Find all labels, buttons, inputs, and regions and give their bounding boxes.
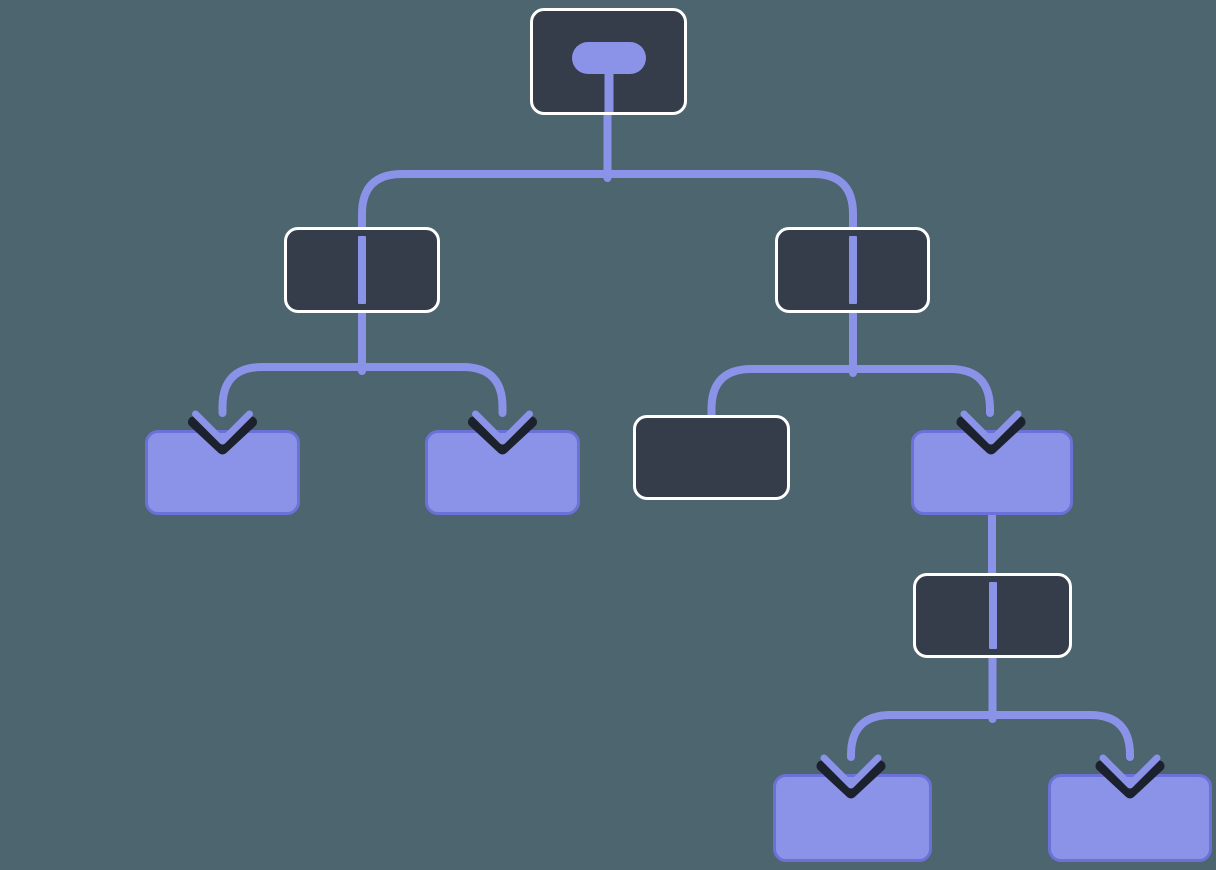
leaf-node-4[interactable] [773, 774, 932, 862]
through-line-icon [848, 236, 857, 304]
leaf-node-1[interactable] [145, 430, 300, 515]
dark-child-node[interactable] [633, 415, 790, 500]
edge-left-split [218, 363, 507, 417]
root-pill-icon [571, 42, 646, 74]
branch-left-node[interactable] [284, 227, 440, 313]
edge-bottom-split [847, 711, 1134, 761]
leaf-node-5[interactable] [1048, 774, 1212, 862]
through-line-icon [988, 582, 997, 649]
edge-right-split [707, 365, 994, 424]
root-node[interactable] [530, 8, 687, 115]
root-pill-stem [604, 71, 613, 112]
leaf-node-3[interactable] [911, 430, 1073, 515]
branch-right-node[interactable] [775, 227, 930, 313]
through-line-icon [358, 236, 366, 304]
branch-bottom-node[interactable] [913, 573, 1072, 658]
leaf-node-2[interactable] [425, 430, 580, 515]
